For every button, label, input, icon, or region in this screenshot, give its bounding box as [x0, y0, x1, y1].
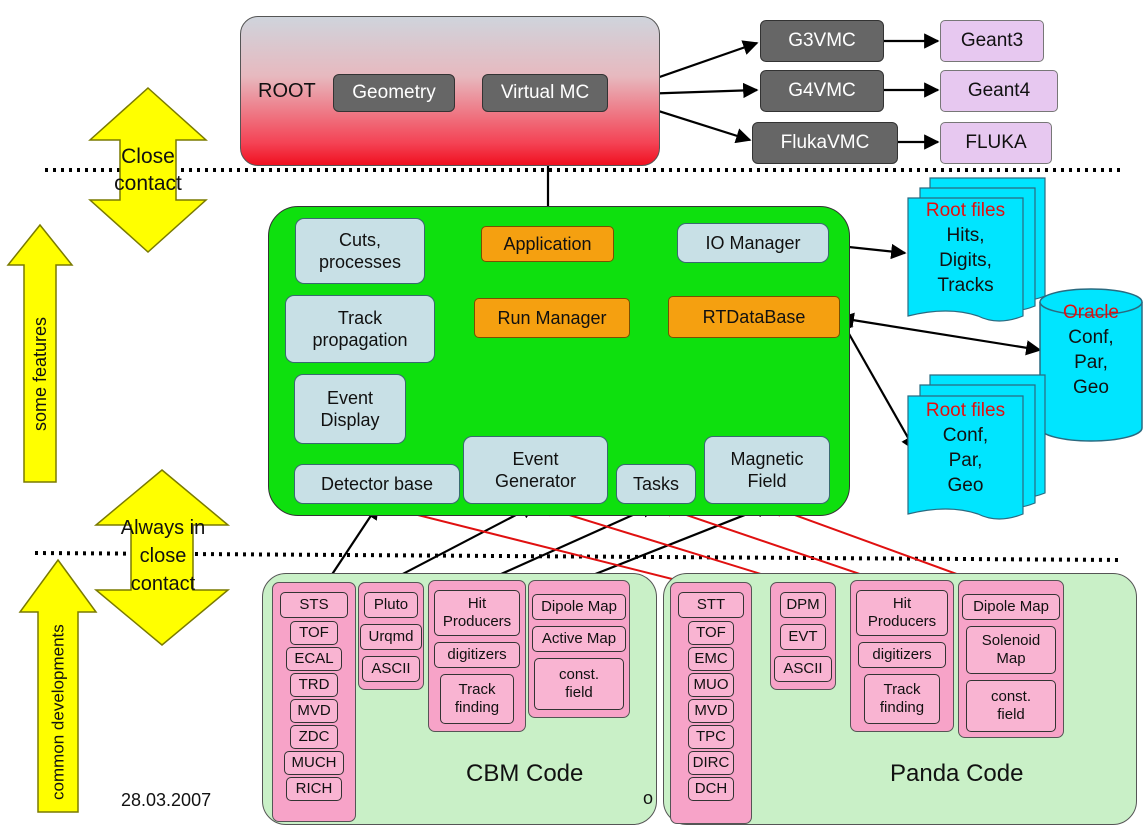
oracle-title: Oracle — [1040, 300, 1142, 325]
panda-emc[interactable]: EMC — [688, 647, 734, 671]
oracle-geo: Geo — [1040, 375, 1142, 400]
cbm-ecal[interactable]: ECAL — [286, 647, 342, 671]
close-contact-label: Close contact — [108, 138, 188, 202]
panda-stt[interactable]: STT — [678, 592, 744, 618]
track-propagation-box[interactable]: Track propagation — [285, 295, 435, 363]
par-label: Par, — [908, 448, 1023, 473]
cbm-code-title: CBM Code — [466, 760, 583, 788]
geant3-box[interactable]: Geant3 — [940, 20, 1044, 62]
g4vmc-box[interactable]: G4VMC — [760, 70, 884, 112]
application-box[interactable]: Application — [481, 226, 614, 262]
panda-evt[interactable]: EVT — [780, 624, 826, 650]
digits-label: Digits, — [908, 248, 1023, 273]
panda-dpm[interactable]: DPM — [780, 592, 826, 618]
panda-mvd[interactable]: MVD — [688, 699, 734, 723]
date-label: 28.03.2007 — [121, 790, 211, 811]
panda-hit-producers[interactable]: Hit Producers — [856, 590, 948, 636]
panda-dipole-map[interactable]: Dipole Map — [962, 594, 1060, 620]
event-generator-box[interactable]: Event Generator — [463, 436, 608, 504]
cbm-hit-producers[interactable]: Hit Producers — [434, 590, 520, 636]
panda-dirc[interactable]: DIRC — [688, 751, 734, 775]
run-manager-box[interactable]: Run Manager — [474, 298, 630, 338]
stray-letter: o — [643, 788, 653, 809]
g3vmc-box[interactable]: G3VMC — [760, 20, 884, 62]
cbm-tof[interactable]: TOF — [290, 621, 338, 645]
common-dev-label: common developments — [38, 615, 78, 810]
cbm-const-field[interactable]: const. field — [534, 658, 624, 710]
detector-base-box[interactable]: Detector base — [294, 464, 460, 504]
panda-const-field[interactable]: const. field — [966, 680, 1056, 732]
oracle-db: Oracle Conf, Par, Geo — [1040, 300, 1142, 400]
cbm-pluto[interactable]: Pluto — [364, 592, 418, 618]
always-close-label: Always in close contact — [110, 508, 216, 604]
cbm-zdc[interactable]: ZDC — [290, 725, 338, 749]
tasks-box[interactable]: Tasks — [616, 464, 696, 504]
root-files-hits: Root files Hits, Digits, Tracks — [908, 198, 1023, 298]
cbm-sts[interactable]: STS — [280, 592, 348, 618]
geometry-box[interactable]: Geometry — [333, 74, 455, 112]
cbm-ascii[interactable]: ASCII — [362, 656, 420, 682]
event-display-box[interactable]: Event Display — [294, 374, 406, 444]
rtdatabase-box[interactable]: RTDataBase — [668, 296, 840, 338]
flukavmc-box[interactable]: FlukaVMC — [752, 122, 898, 164]
panda-code-title: Panda Code — [890, 760, 1023, 788]
cbm-digitizers[interactable]: digitizers — [434, 642, 520, 668]
tracks-label: Tracks — [908, 273, 1023, 298]
root-files-conf: Root files Conf, Par, Geo — [908, 398, 1023, 498]
io-manager-box[interactable]: IO Manager — [677, 223, 829, 263]
panda-solenoid-map[interactable]: Solenoid Map — [966, 626, 1056, 674]
oracle-par: Par, — [1040, 350, 1142, 375]
oracle-conf: Conf, — [1040, 325, 1142, 350]
cbm-track-finding[interactable]: Track finding — [440, 674, 514, 724]
fluka-box[interactable]: FLUKA — [940, 122, 1052, 164]
geant4-box[interactable]: Geant4 — [940, 70, 1058, 112]
virtual-mc-box[interactable]: Virtual MC — [482, 74, 608, 112]
cbm-urqmd[interactable]: Urqmd — [360, 624, 422, 650]
panda-tpc[interactable]: TPC — [688, 725, 734, 749]
cbm-rich[interactable]: RICH — [286, 777, 342, 801]
cbm-active-map[interactable]: Active Map — [532, 626, 626, 652]
cbm-much[interactable]: MUCH — [284, 751, 344, 775]
panda-dch[interactable]: DCH — [688, 777, 734, 801]
cbm-mvd[interactable]: MVD — [290, 699, 338, 723]
some-features-label: some features — [24, 270, 56, 478]
root-files-title: Root files — [908, 198, 1023, 223]
root-label: ROOT — [258, 80, 316, 103]
magnetic-field-box[interactable]: Magnetic Field — [704, 436, 830, 504]
hits-label: Hits, — [908, 223, 1023, 248]
cbm-trd[interactable]: TRD — [290, 673, 338, 697]
panda-digitizers[interactable]: digitizers — [858, 642, 946, 668]
panda-tof[interactable]: TOF — [688, 621, 734, 645]
panda-ascii[interactable]: ASCII — [774, 656, 832, 682]
cbm-dipole-map[interactable]: Dipole Map — [532, 594, 626, 620]
panda-muo[interactable]: MUO — [688, 673, 734, 697]
root-files-2-title: Root files — [908, 398, 1023, 423]
cuts-processes-box[interactable]: Cuts, processes — [295, 218, 425, 284]
geo-label: Geo — [908, 473, 1023, 498]
conf-label: Conf, — [908, 423, 1023, 448]
panda-track-finding[interactable]: Track finding — [864, 674, 940, 724]
